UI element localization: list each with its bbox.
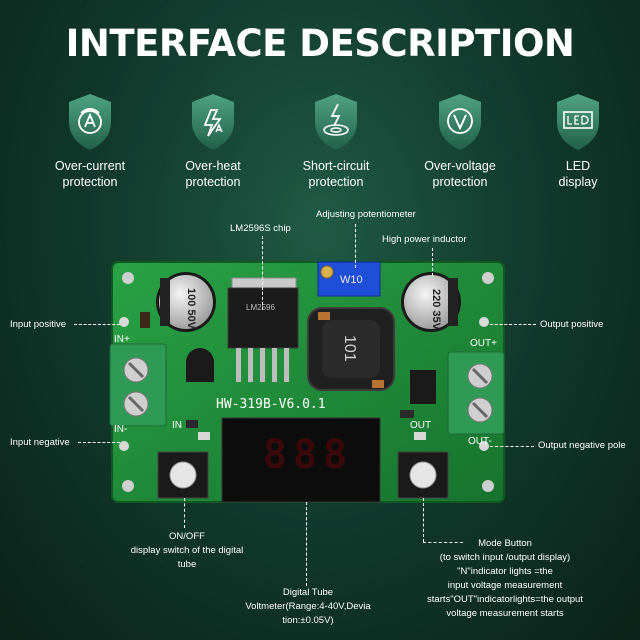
callout-line (184, 498, 185, 528)
callout-line (490, 324, 536, 325)
label-on-off: ON/OFF display switch of the digital tub… (130, 531, 244, 570)
cap-left-marking: 100 50V (185, 288, 197, 330)
callout-line (423, 542, 463, 543)
label-input-negative: Input negative (10, 437, 70, 448)
out-led-label: OUT (410, 420, 431, 431)
lm2596s-chip (227, 287, 299, 349)
led-display (221, 417, 381, 503)
over-current-icon (69, 94, 111, 150)
callout-line (355, 224, 356, 268)
short-circuit-icon (315, 94, 357, 150)
label-mode-button: Mode Button (to switch input /output dis… (427, 538, 583, 619)
callout-line (306, 502, 307, 586)
cap-right-marking: 220 35V (430, 289, 442, 331)
label-input-positive: Input positive (10, 319, 66, 330)
board-model: HW-319B-V6.0.1 (216, 397, 326, 412)
feature-label: Over-current protection (54, 159, 126, 189)
label-digital-tube: Digital Tube Voltmeter(Range:4-40V,Devia… (245, 587, 371, 626)
over-heat-icon (192, 94, 234, 150)
callout-line (490, 446, 534, 447)
label-adjusting-potentiometer: Adjusting potentiometer (316, 209, 416, 220)
display-digits: 888 (263, 432, 353, 478)
callout-line (74, 324, 120, 325)
out-plus-label: OUT+ (470, 338, 497, 349)
feature-over-voltage: Over-voltage protection (400, 92, 520, 190)
callout-line (432, 248, 433, 276)
feature-short-circuit: Short-circuit protection (276, 92, 396, 190)
label-output-positive: Output positive (540, 319, 604, 330)
over-voltage-icon (439, 94, 481, 150)
in-minus-label: IN- (114, 424, 127, 435)
feature-led-display: LED display (518, 92, 638, 190)
inductor-marking: 101 (341, 335, 358, 362)
callout-line (423, 498, 424, 542)
feature-over-current: Over-current protection (30, 92, 150, 190)
in-led-label: IN (172, 420, 182, 431)
led-display-icon (557, 94, 599, 150)
pot-marking: W10 (340, 274, 363, 286)
feature-label: Over-voltage protection (424, 159, 496, 189)
callout-line (262, 236, 263, 310)
out-minus-label: OUT- (468, 436, 492, 447)
chip-marking: LM2596 (246, 303, 275, 312)
diode (410, 370, 436, 404)
label-lm2596s-chip: LM2596S chip (230, 223, 291, 234)
label-output-negative-pole: Output negative pole (538, 440, 626, 451)
in-plus-label: IN+ (114, 334, 130, 345)
transistor (186, 348, 214, 382)
out-indicator-led (414, 432, 426, 440)
page-title: INTERFACE DESCRIPTION (65, 22, 575, 65)
feature-label: Short-circuit protection (302, 159, 370, 189)
feature-label: Over-heat protection (185, 159, 241, 189)
label-high-power-inductor: High power inductor (382, 234, 467, 245)
feature-over-heat: Over-heat protection (153, 92, 273, 190)
feature-label: LED display (558, 159, 598, 189)
in-indicator-led (198, 432, 210, 440)
callout-line (78, 442, 120, 443)
